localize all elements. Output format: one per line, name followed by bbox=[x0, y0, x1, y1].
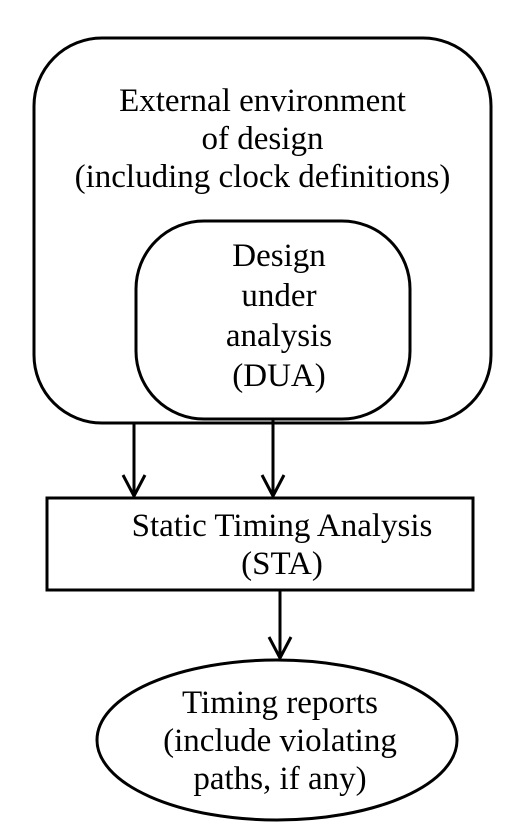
sta-line-1: Static Timing Analysis bbox=[131, 508, 433, 544]
sta-line-2: (STA) bbox=[241, 546, 323, 582]
arrowhead-env-to-sta bbox=[121, 474, 147, 500]
timing-reports-line-2: (include violating bbox=[163, 723, 397, 759]
external-environment-line-3: (including clock definitions) bbox=[74, 159, 451, 195]
sta-label: Static Timing Analysis (STA) bbox=[47, 507, 517, 583]
dua-line-3: analysis bbox=[225, 318, 333, 354]
dua-line-1: Design bbox=[232, 238, 326, 274]
external-environment-label: External environment of design (includin… bbox=[34, 82, 491, 196]
sta-box bbox=[45, 496, 475, 592]
external-environment-box bbox=[32, 36, 493, 425]
timing-reports-line-1: Timing reports bbox=[182, 685, 378, 721]
arrowhead-sta-to-reports bbox=[267, 636, 293, 662]
timing-reports-ellipse bbox=[95, 658, 459, 822]
dua-label: Design under analysis (DUA) bbox=[142, 236, 416, 396]
timing-reports-line-3: paths, if any) bbox=[193, 761, 367, 797]
timing-reports-label: Timing reports (include violating paths,… bbox=[97, 684, 463, 798]
dua-line-4: (DUA) bbox=[232, 358, 326, 394]
arrowhead-dua-to-sta bbox=[260, 474, 286, 500]
external-environment-line-1: External environment bbox=[119, 83, 406, 119]
external-environment-line-2: of design bbox=[201, 121, 324, 157]
dua-line-2: under bbox=[241, 278, 317, 314]
